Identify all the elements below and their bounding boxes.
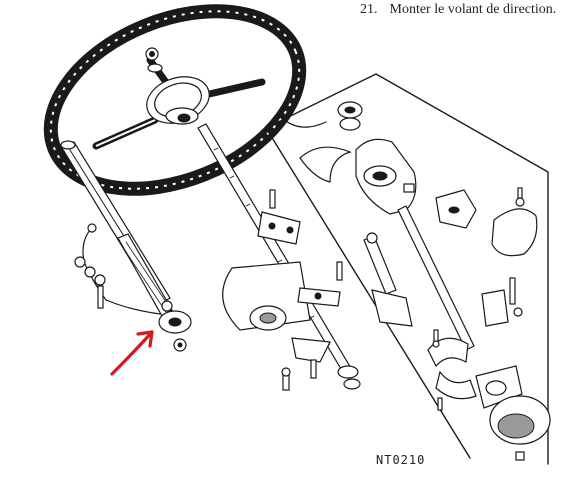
steering-column	[60, 140, 192, 352]
switch-assembly	[281, 101, 551, 461]
step-text: Monter le volant de direction.	[389, 2, 557, 17]
wiring-clip	[74, 223, 161, 315]
drawing-reference-code: NT0210	[376, 453, 426, 467]
step-caption: 21. Monter le volant de direction.	[360, 2, 556, 18]
inner-shaft	[197, 123, 361, 390]
step-number: 21.	[360, 2, 378, 17]
steering-wheel	[43, 4, 307, 196]
annotation-arrow	[110, 330, 154, 376]
parts-panel	[265, 73, 549, 465]
column-bracket	[222, 189, 343, 391]
